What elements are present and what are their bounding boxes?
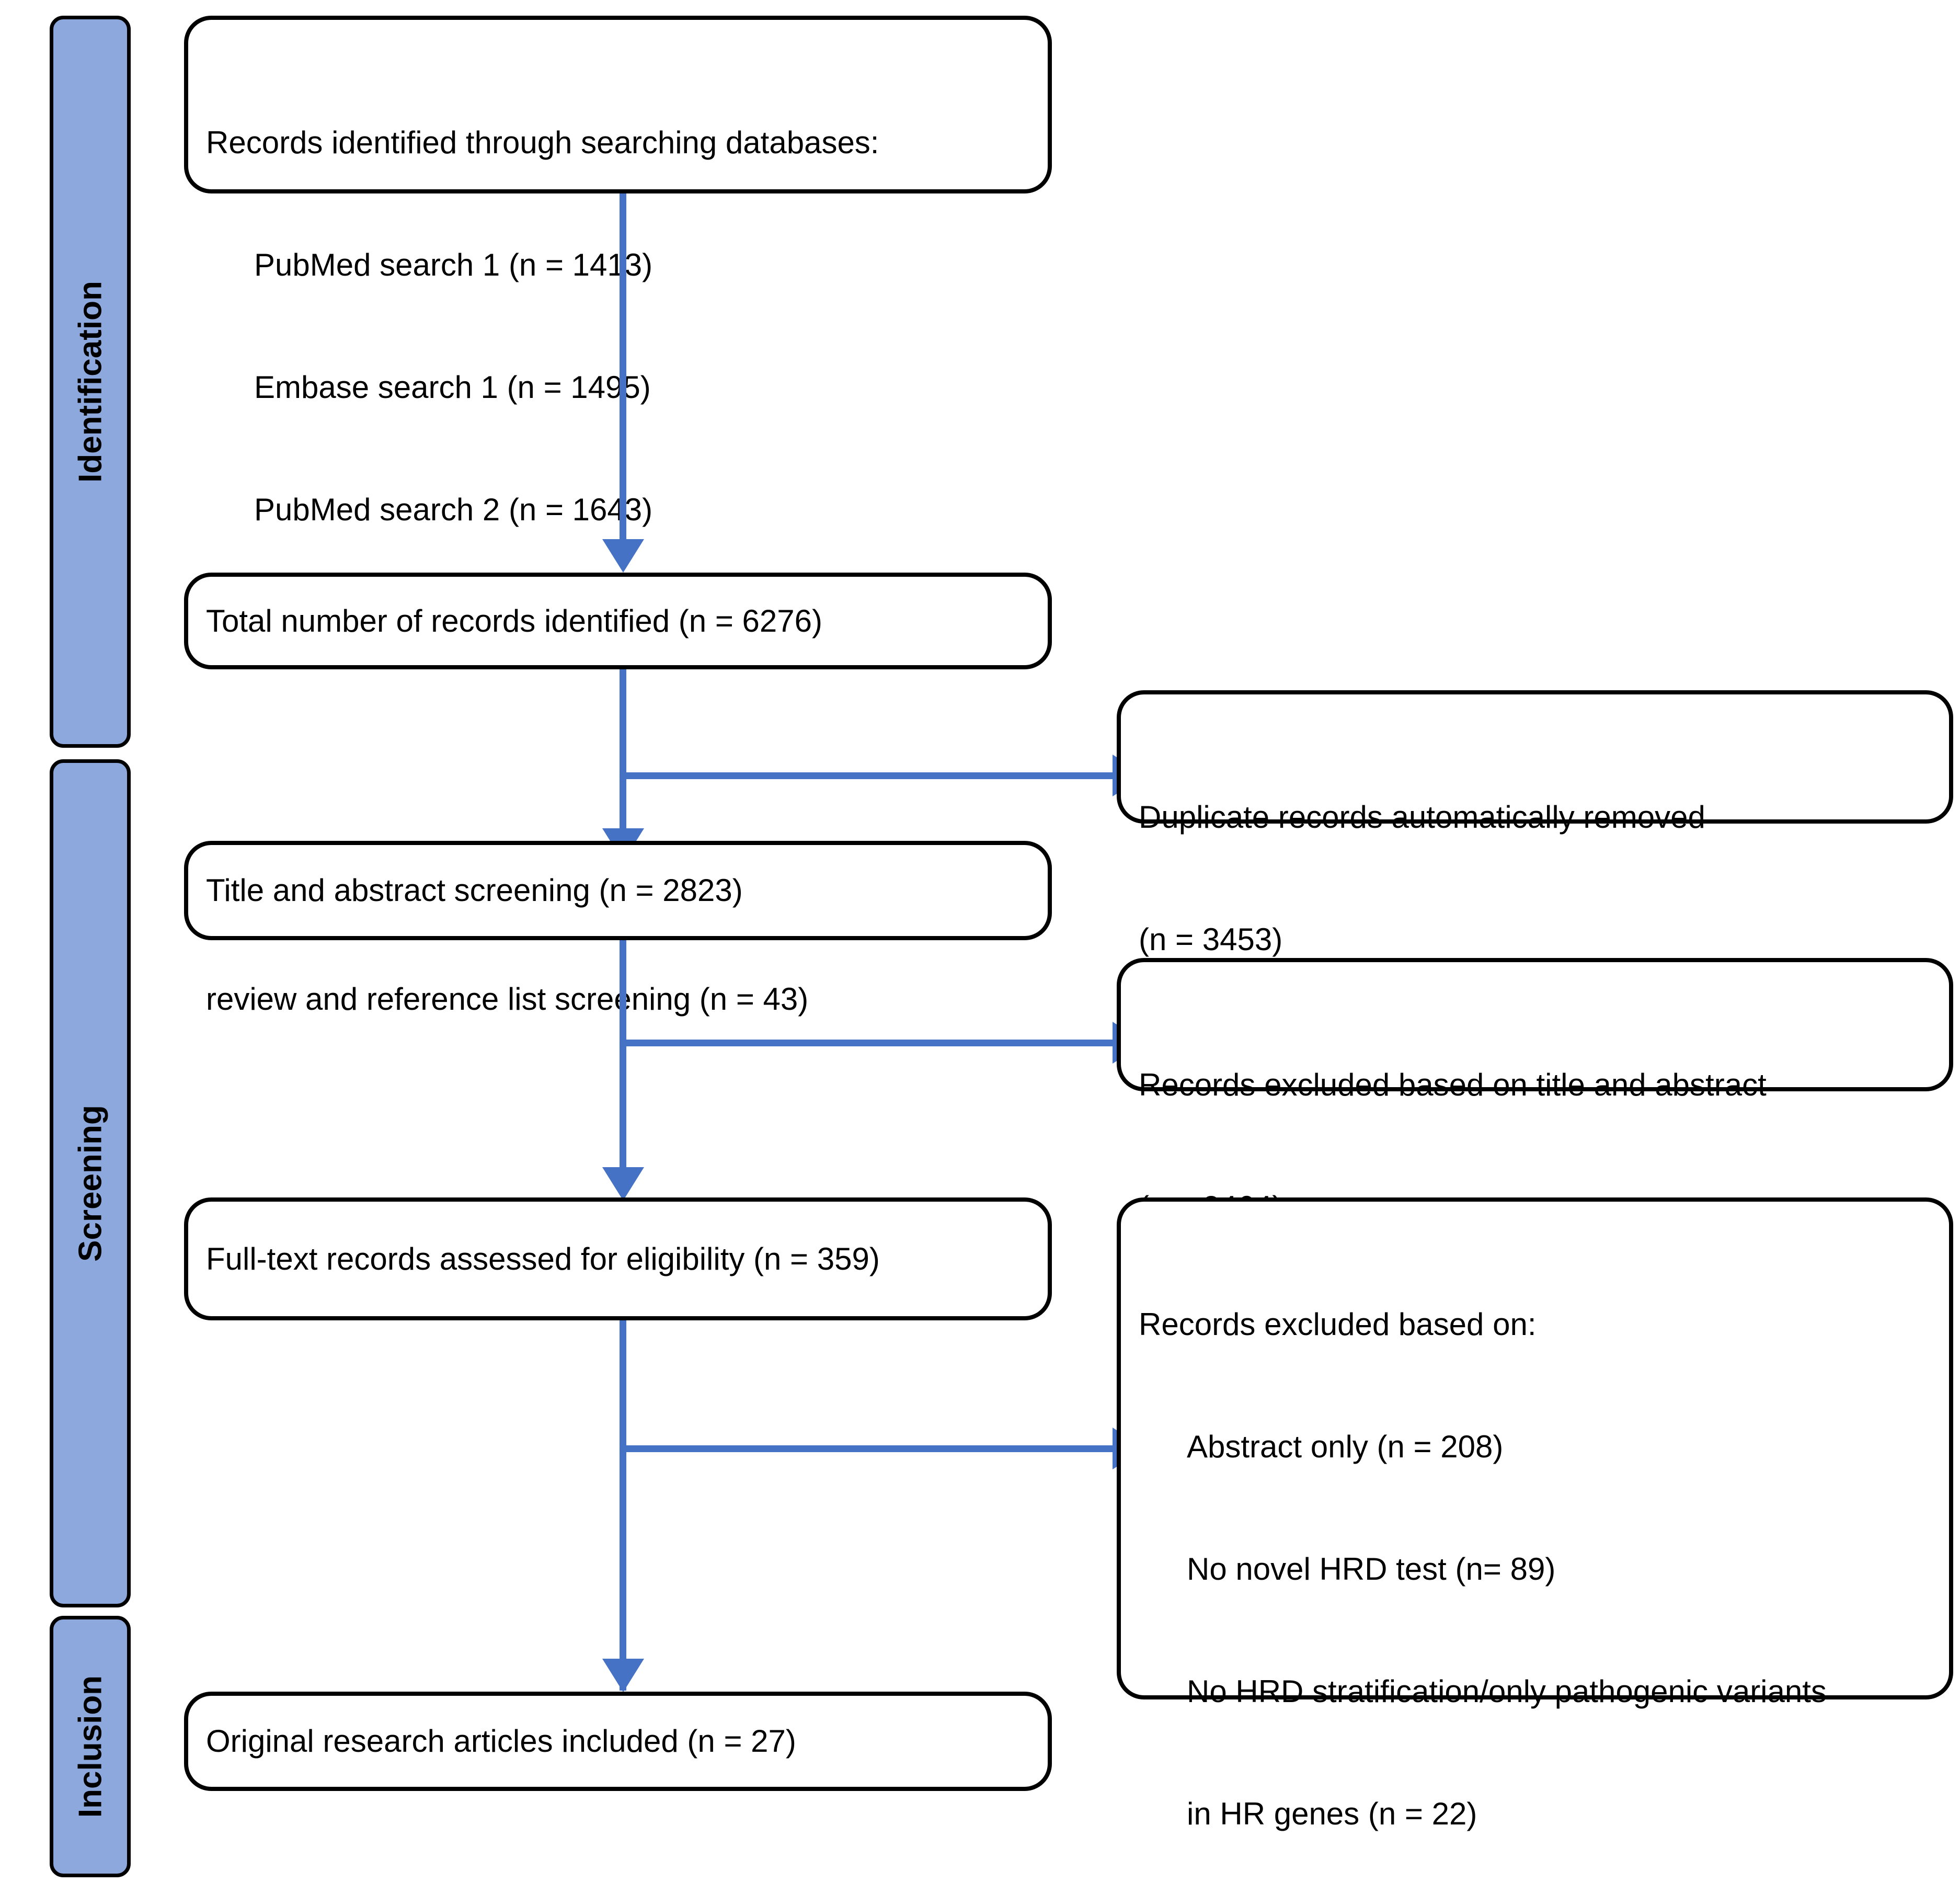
spacer-line (206, 734, 1030, 775)
branch-to-excluded-title-abstract (623, 1040, 1117, 1046)
source-embase-1: Embase search 1 (n = 1495) (254, 370, 651, 405)
excluded-reasons-content: Records excluded based on: Abstract only… (1121, 1202, 1949, 1894)
phase-label-inclusion: Inclusion (72, 1675, 108, 1818)
phase-bar-identification: Identification (50, 16, 131, 748)
phase-bar-screening: Screening (50, 759, 131, 1607)
box-total-records: Total number of records identified (n = … (184, 573, 1052, 669)
included-articles-text: Original research articles included (n =… (206, 1724, 796, 1759)
duplicates-removed-line1: Duplicate records automatically removed (1139, 800, 1705, 835)
excluded-reasons-heading: Records excluded based on: (1139, 1307, 1537, 1342)
box-excluded-reasons: Records excluded based on: Abstract only… (1117, 1197, 1953, 1831)
connector-identified-to-total (620, 193, 626, 540)
phase-label-identification: Identification (72, 281, 108, 483)
phase-label-screening: Screening (72, 1105, 108, 1262)
arrowhead-identified-to-total (602, 539, 644, 573)
connector-total-to-screening (620, 669, 626, 829)
box-included-articles: Original research articles included (n =… (184, 1692, 1052, 1791)
duplicates-removed-line2: (n = 3453) (1139, 922, 1283, 957)
arrowhead-fulltext-to-included (602, 1659, 644, 1692)
reason-no-hrd-stratification-cont: in HR genes (n = 22) (1187, 1796, 1477, 1831)
branch-to-duplicates-removed (623, 772, 1117, 779)
source-pubmed-2: PubMed search 2 (n = 1643) (254, 492, 653, 527)
source-pubmed-1: PubMed search 1 (n = 1413) (254, 247, 653, 282)
phase-bar-inclusion: Inclusion (50, 1616, 131, 1877)
duplicates-removed-content: Duplicate records automatically removed … (1121, 694, 1949, 1042)
connector-screening-to-fulltext (620, 940, 626, 1190)
reason-abstract-only: Abstract only (n = 208) (1187, 1429, 1504, 1464)
reason-no-hrd-stratification: No HRD stratification/only pathogenic va… (1187, 1674, 1827, 1709)
box-excluded-title-abstract: Records excluded based on title and abst… (1117, 958, 1953, 1225)
box-records-identified: Records identified through searching dat… (184, 16, 1052, 1017)
records-identified-heading: Records identified through searching dat… (206, 125, 879, 160)
box-title-abstract-screening: Title and abstract screening (n = 2823) (184, 841, 1052, 940)
total-records-text: Total number of records identified (n = … (206, 603, 822, 638)
records-other-line2: review and reference list screening (n =… (206, 982, 809, 1017)
box-full-text-assessed: Full-text records assessed for eligibili… (184, 1197, 1052, 1320)
branch-to-excluded-reasons (623, 1445, 1117, 1452)
excluded-title-abstract-line1: Records excluded based on title and abst… (1139, 1067, 1767, 1102)
box-duplicates-removed: Duplicate records automatically removed … (1117, 690, 1953, 957)
full-text-assessed-text: Full-text records assessed for eligibili… (206, 1241, 880, 1276)
title-abstract-screening-text: Title and abstract screening (n = 2823) (206, 873, 743, 908)
reason-no-novel-hrd-test: No novel HRD test (n= 89) (1187, 1551, 1556, 1587)
connector-fulltext-to-included (620, 1320, 626, 1691)
arrowhead-screening-to-fulltext (602, 1167, 644, 1201)
